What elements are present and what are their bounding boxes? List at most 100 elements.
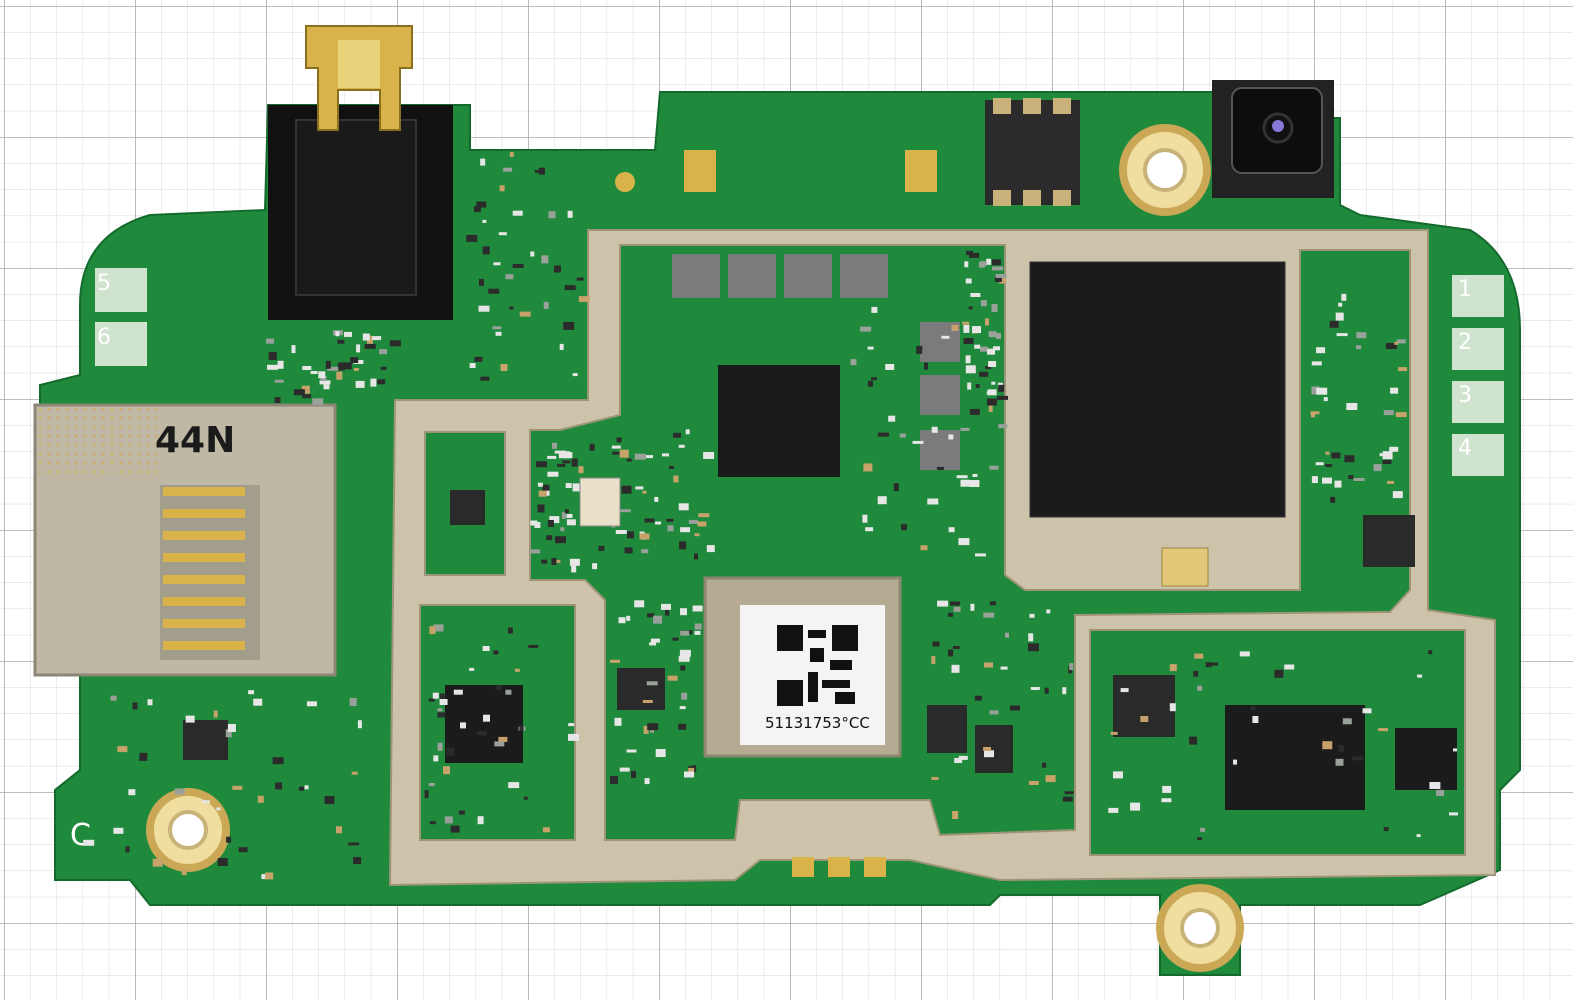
smd-part — [1353, 478, 1365, 481]
smd-part — [1113, 771, 1123, 779]
chip — [1029, 261, 1286, 518]
smd-part — [954, 758, 963, 763]
smd-part — [970, 603, 975, 611]
smd-part — [507, 627, 513, 634]
smd-part — [569, 558, 580, 566]
smd-part — [362, 333, 370, 341]
smd-part — [1045, 775, 1056, 783]
smd-part — [293, 389, 305, 396]
smd-part — [694, 630, 701, 635]
smd-part — [327, 366, 339, 371]
pad-label: 1 — [1458, 277, 1472, 302]
smd-part — [351, 771, 358, 775]
smd-part — [989, 710, 999, 715]
smd-part — [350, 357, 359, 364]
smd-part — [989, 601, 996, 606]
smd-part — [616, 437, 622, 443]
smd-part — [610, 659, 620, 663]
smd-part — [698, 513, 710, 518]
smd-part — [665, 609, 670, 616]
smd-part — [984, 662, 993, 668]
smd-part — [647, 723, 659, 731]
smd-part — [969, 480, 980, 487]
smd-part — [980, 261, 987, 267]
smd-part — [634, 600, 645, 608]
smd-part — [1161, 798, 1172, 803]
smd-part — [498, 736, 508, 742]
smd-part — [646, 455, 653, 459]
smd-part — [348, 842, 360, 846]
smd-part — [257, 795, 264, 803]
smd-part — [560, 527, 565, 532]
smd-part — [1329, 320, 1339, 328]
smd-part — [312, 398, 324, 406]
smd-part — [232, 785, 243, 790]
smd-part — [647, 613, 655, 618]
smd-part — [439, 699, 448, 705]
smd-part — [274, 379, 284, 383]
smd-part — [1395, 412, 1407, 418]
smd-part — [975, 384, 980, 389]
smd-part — [932, 641, 940, 647]
smd-part — [304, 785, 309, 790]
smd-part — [553, 265, 561, 273]
smd-part — [1398, 367, 1408, 372]
pad-label: 5 — [97, 271, 111, 296]
smd-part — [893, 483, 899, 492]
smd-part — [1436, 789, 1445, 796]
smd-part — [1385, 343, 1397, 349]
smd-part — [610, 775, 618, 784]
crystal — [579, 477, 621, 527]
smd-part — [377, 379, 386, 385]
smd-part — [667, 675, 678, 681]
smd-part — [534, 169, 540, 173]
smd-part — [901, 524, 907, 531]
smd-part — [433, 755, 439, 762]
smd-part — [697, 521, 707, 527]
smd-part — [132, 702, 138, 710]
smd-part — [216, 807, 221, 811]
smd-part — [1042, 762, 1047, 768]
smd-part — [624, 547, 633, 554]
smd-part — [432, 692, 439, 699]
chip — [975, 725, 1013, 773]
smd-part — [319, 380, 331, 385]
smd-part — [559, 343, 564, 350]
smd-part — [1389, 446, 1399, 452]
smd-part — [706, 545, 715, 553]
smd-part — [962, 321, 970, 325]
smd-part — [545, 490, 550, 496]
smd-part — [1030, 687, 1040, 690]
smd-part — [673, 432, 681, 438]
smd-part — [1044, 687, 1049, 694]
smd-part — [997, 395, 1008, 400]
smd-part — [979, 371, 989, 377]
smd-part — [995, 274, 1007, 278]
smd-part — [983, 747, 992, 751]
gold-pad — [864, 857, 886, 877]
smd-part — [367, 335, 373, 344]
smd-part — [1200, 827, 1206, 832]
smd-part — [972, 326, 981, 334]
smd-part — [534, 522, 541, 528]
smd-part — [353, 857, 362, 864]
smd-part — [469, 363, 476, 368]
smd-part — [500, 364, 508, 371]
smd-part — [592, 563, 598, 570]
smd-part — [994, 275, 1002, 282]
smd-part — [1336, 333, 1348, 337]
smd-part — [888, 415, 896, 422]
smd-part — [1064, 791, 1074, 795]
smd-part — [627, 531, 634, 539]
smd-part — [343, 362, 352, 370]
smd-part — [1311, 386, 1320, 395]
smd-part — [1392, 491, 1403, 499]
smd-part — [428, 698, 435, 702]
smd-part — [505, 274, 514, 280]
smd-part — [999, 276, 1007, 284]
smd-part — [380, 366, 387, 370]
smd-part — [678, 655, 690, 662]
smd-part — [974, 695, 982, 701]
